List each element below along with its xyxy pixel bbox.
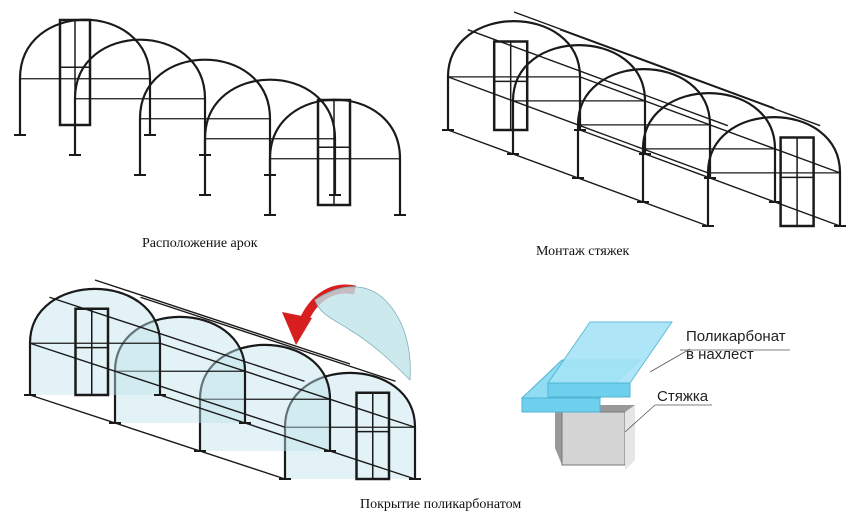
tie [29,342,286,428]
polycarbonate-sheet-flying [314,286,411,381]
arch [706,116,842,226]
arch [511,44,647,154]
caption-polycarbonate-covering: Покрытие поликарбонатом [360,497,522,512]
arch-sheet [30,288,160,395]
label-overlap: в нахлест [686,346,754,363]
overlap-detail-illustration [520,321,790,470]
tie [447,129,709,227]
arch [446,20,582,130]
tie [140,296,396,382]
arch [18,18,152,135]
tie [447,76,709,174]
tie [94,279,351,365]
tie [559,29,821,127]
ties-mounting-illustration [442,11,846,228]
arch [576,68,712,178]
arch [73,38,207,155]
arch [283,372,417,479]
arch [138,58,272,175]
polycarbonate-covering-illustration [24,279,421,481]
label-tie: Стяжка [657,388,709,405]
label-polycarbonate: Поликарбонат [686,328,786,345]
caption-arch-placement: Расположение арок [142,236,258,251]
arch [203,78,337,195]
tie [29,394,286,480]
caption-ties-mounting: Монтаж стяжек [536,244,630,259]
arch [28,288,162,395]
arch [198,344,332,451]
arch [113,316,247,423]
arch-placement-illustration [14,18,406,216]
arch [641,92,777,202]
